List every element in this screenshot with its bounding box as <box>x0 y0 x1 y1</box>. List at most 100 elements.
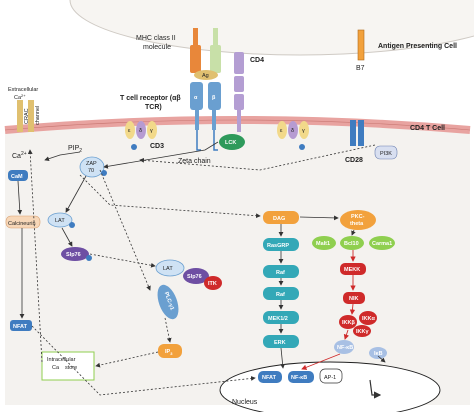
tcr-beta-label: β <box>212 95 216 101</box>
cd28-a <box>350 120 356 146</box>
p-cd3-right <box>299 144 305 150</box>
slp76 <box>61 247 89 261</box>
nfat-cyto <box>10 320 32 331</box>
transcription-arrow <box>369 379 382 399</box>
cd4-tm <box>237 110 241 132</box>
raf-2 <box>263 287 299 300</box>
raf-1-label: Raf <box>276 270 285 276</box>
slp76-complex <box>183 268 209 284</box>
lat-complex <box>155 259 185 277</box>
arrow-zap-lat <box>65 175 87 213</box>
p-zap70 <box>101 170 107 176</box>
bcl10-label: Bcl10 <box>344 241 359 247</box>
cd3-gamma-right <box>299 121 309 139</box>
mhc-alpha-stalk <box>193 28 198 46</box>
plc-gamma1 <box>157 284 179 320</box>
cd28-label: CD28 <box>345 157 363 164</box>
erk <box>263 335 299 348</box>
itk-label: ITK <box>208 281 217 287</box>
tcr-alpha-tm <box>195 108 199 130</box>
lck-label: LCK <box>225 140 236 146</box>
ca-store <box>41 351 95 381</box>
arrow-cam-calcineurin <box>17 180 23 215</box>
cd28-b <box>358 120 364 146</box>
antigen <box>194 70 218 80</box>
lat <box>47 212 73 228</box>
nik-label: NIK <box>349 296 359 302</box>
zap70-label-2: 70 <box>88 168 94 174</box>
cd3r-eps-label: ε <box>280 128 283 134</box>
calcineurin <box>5 215 41 229</box>
cam-label: CaM <box>11 174 23 180</box>
itk <box>204 276 222 290</box>
arrows <box>17 141 386 396</box>
arrow-zap-plc <box>99 169 151 291</box>
ikk-gamma <box>353 325 371 337</box>
cd3-label: CD3 <box>150 143 164 150</box>
pkc-theta-label-1: PKC- <box>351 214 365 220</box>
nfat-nucleus <box>258 371 282 383</box>
mek12-label: MEK1/2 <box>268 316 288 322</box>
malt1 <box>312 236 336 250</box>
lat-label: LAT <box>55 218 65 224</box>
arrow-pi3k <box>139 144 376 171</box>
lat-complex-label: LAT <box>163 266 173 272</box>
zeta-chain-left <box>196 130 201 151</box>
p-cd3-left <box>131 144 137 150</box>
slp76-label: Slp76 <box>66 252 81 258</box>
mekk <box>340 263 366 275</box>
cd4-d3 <box>234 94 244 110</box>
arrow-plc-ip3 <box>164 317 172 343</box>
extracellular-ca: Ca2+ <box>14 93 26 101</box>
cd3-epsilon-left <box>125 121 135 139</box>
lck <box>219 134 245 150</box>
t-cell-body <box>5 120 470 405</box>
arrow-erk-nucleus <box>280 347 285 369</box>
nfat-nucleus-label: NFAT <box>262 375 277 381</box>
nfat-cyto-label: NFAT <box>13 324 28 330</box>
channel-label: channel <box>35 106 41 125</box>
nucleus-label: Nucleus <box>232 399 258 406</box>
cd3-gamma-left <box>147 121 157 139</box>
cd3-eps-label: ε <box>128 128 131 134</box>
nfkb-cyto-label: NF-κB <box>337 345 353 351</box>
arrow-slp76-latcomplex <box>89 253 156 268</box>
pi3k <box>374 145 398 160</box>
dag <box>263 211 299 224</box>
ikk-alpha <box>359 311 377 325</box>
calcineurin-label: Calcineurin <box>8 221 36 227</box>
rasgrp <box>263 238 299 251</box>
cd4-d2 <box>234 76 244 92</box>
tcr-beta <box>208 82 221 110</box>
pkc-theta-label-2: theta <box>350 221 364 227</box>
mhc-alpha-top <box>190 45 201 73</box>
apc-cell <box>69 0 474 56</box>
ca-store-label-3: store <box>65 365 77 371</box>
carma1 <box>369 236 395 250</box>
ca-store-label-2: Ca <box>52 365 60 371</box>
mhc-label: MHC class II <box>136 35 176 42</box>
apc-label: Antigen Presenting Cell <box>378 43 457 50</box>
arrow-ip3-store <box>95 351 159 368</box>
nfkb-nucleus-label: NF-κB <box>291 375 307 381</box>
zap70 <box>79 156 105 178</box>
slp76-complex-label: Slp76 <box>187 274 202 280</box>
nik <box>343 292 365 304</box>
cam <box>8 170 28 181</box>
tcr-alpha <box>190 82 203 110</box>
ip3 <box>158 344 182 358</box>
arrow-nfkb-nucleus <box>301 353 341 370</box>
mekk-label: MEKK <box>344 267 360 273</box>
mhc-beta-stalk <box>213 28 218 46</box>
zeta-chain-right <box>213 130 218 151</box>
cd3r-delta-label: δ <box>291 128 294 134</box>
ap1-nucleus <box>319 368 343 384</box>
dag-label: DAG <box>273 216 285 222</box>
p-slp76 <box>86 255 92 261</box>
arrow-store-ca <box>27 149 43 363</box>
arrow-pkc-bcl10 <box>351 229 356 236</box>
arrow-nfat-nucleus <box>31 325 256 396</box>
ikk-beta <box>339 315 357 329</box>
